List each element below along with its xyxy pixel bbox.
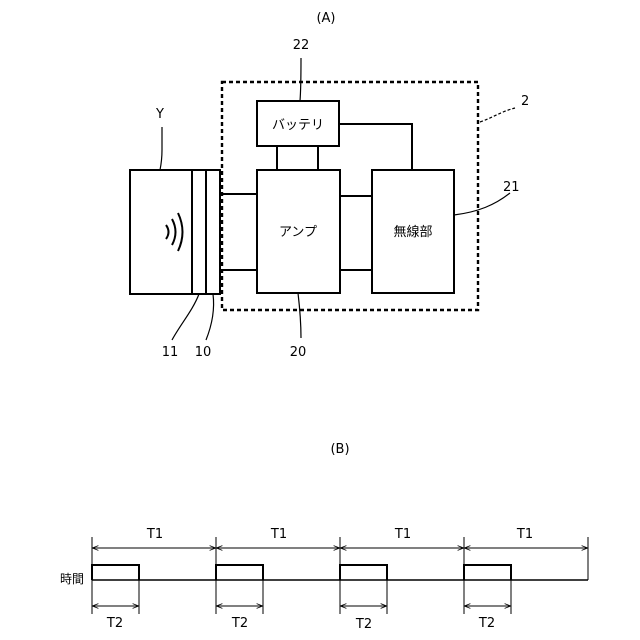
leader-10 — [206, 294, 214, 340]
ref-22: 22 — [293, 38, 310, 53]
leader-11 — [172, 294, 199, 340]
pulse-train — [92, 565, 511, 580]
pulse-4 — [464, 565, 511, 580]
leader-22 — [300, 58, 301, 101]
layer-10 — [206, 170, 220, 294]
t1-label-1: T1 — [146, 527, 163, 542]
radio-label: 無線部 — [393, 224, 432, 240]
pulse-2 — [216, 565, 263, 580]
pulse-1 — [92, 565, 139, 580]
t1-label-2: T1 — [270, 527, 287, 542]
figure-b-label: (B) — [330, 442, 349, 457]
t1-label-3: T1 — [394, 527, 411, 542]
battery-label: バッテリ — [272, 118, 324, 133]
wire-battery-radio — [339, 124, 412, 170]
ref-20: 20 — [290, 345, 307, 360]
time-axis-label: 時間 — [60, 572, 84, 586]
layer-11 — [192, 170, 206, 294]
ref-11: 11 — [162, 345, 179, 360]
pulse-3 — [340, 565, 387, 580]
ref-y: Y — [155, 107, 164, 122]
t2-label-4: T2 — [478, 616, 495, 631]
t2-label-2: T2 — [231, 616, 248, 631]
leader-2 — [480, 108, 515, 122]
t2-label-1: T2 — [106, 616, 123, 631]
ref-2: 2 — [521, 94, 529, 109]
leader-y — [160, 127, 162, 170]
leader-20 — [298, 293, 301, 338]
t2-label-3: T2 — [355, 617, 372, 632]
figure-a-label: (A) — [316, 11, 335, 26]
ref-21: 21 — [503, 180, 520, 195]
t1-label-4: T1 — [516, 527, 533, 542]
amp-label: アンプ — [279, 225, 317, 240]
t2-extension-lines — [92, 580, 511, 614]
ref-10: 10 — [195, 345, 212, 360]
leader-21 — [454, 193, 510, 215]
